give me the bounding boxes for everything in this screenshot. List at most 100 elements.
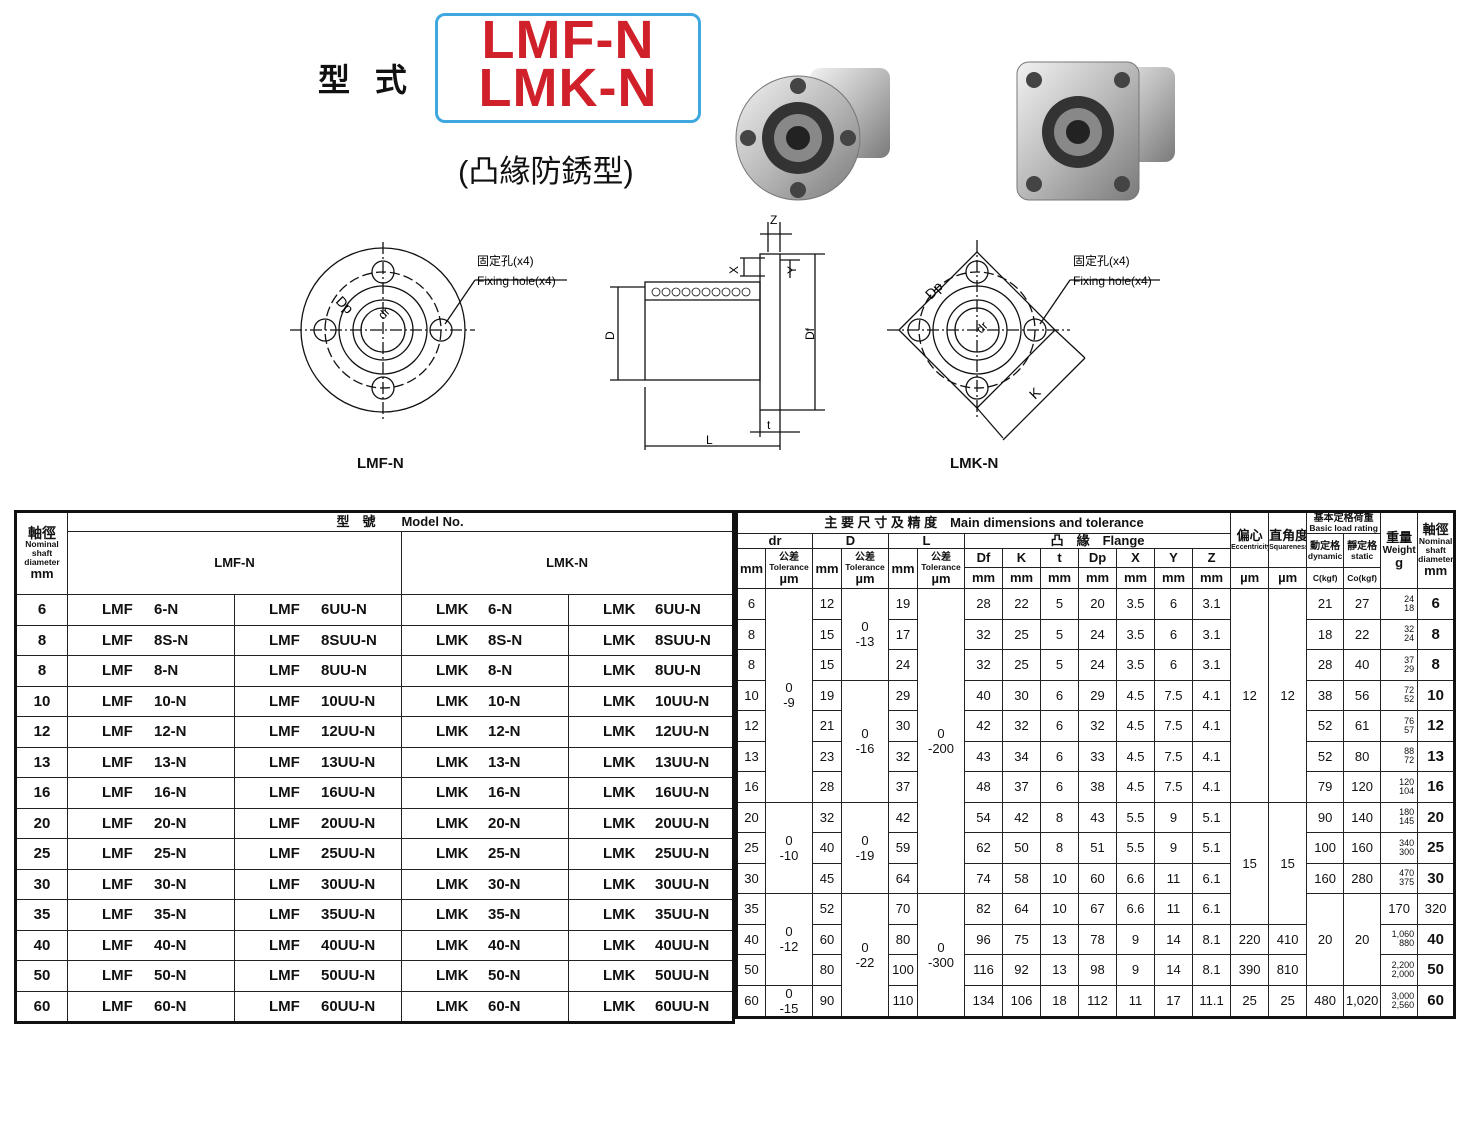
dynamic-load-cell: 90 xyxy=(1306,801,1345,833)
dr-tolerance-cell: 0-10 xyxy=(765,801,813,894)
l-tolerance-cell: 0-300 xyxy=(917,893,965,1018)
model-no-header: 型 號 Model No. xyxy=(66,511,735,532)
x-cell: 4.5 xyxy=(1116,710,1155,742)
static-load-cell: 61 xyxy=(1343,710,1382,742)
k-cell: 30 xyxy=(1002,679,1041,711)
d-mm-unit: mm xyxy=(812,548,842,589)
df-cell: 32 xyxy=(964,649,1003,681)
right-shaft-cell: 13 xyxy=(1417,740,1455,772)
eccentricity-cell: 12 xyxy=(1230,588,1270,803)
z-header: Z xyxy=(1191,548,1232,568)
shaft-cell: 30 xyxy=(15,868,68,900)
right-shaft-cell: 40 xyxy=(1417,923,1455,955)
right-shaft-cell: 8 xyxy=(1417,618,1455,650)
y-cell: 6 xyxy=(1154,588,1193,620)
right-shaft-cell: 60 xyxy=(1417,984,1455,1018)
right-shaft-cell: 12 xyxy=(1417,710,1455,742)
shaft-cell: 10 xyxy=(15,685,68,717)
l-mm-unit: mm xyxy=(888,548,918,589)
dp-cell: 38 xyxy=(1078,771,1117,803)
d-cell: 28 xyxy=(812,771,842,803)
y-cell: 6 xyxy=(1154,618,1193,650)
static-unit: Co(kgf) xyxy=(1343,567,1382,589)
shaft-cell: 35 xyxy=(15,899,68,931)
static-load-cell: 120 xyxy=(1343,771,1382,803)
t-cell: 6 xyxy=(1040,740,1079,772)
z-cell: 8.1 xyxy=(1191,923,1232,955)
t-cell: 13 xyxy=(1040,954,1079,986)
df-cell: 62 xyxy=(964,832,1003,864)
shaft-cell: 6 xyxy=(15,594,68,626)
lmk-header: LMK-N xyxy=(400,531,735,595)
k-cell: 50 xyxy=(1002,832,1041,864)
df-cell: 54 xyxy=(964,801,1003,833)
l-cell: 30 xyxy=(888,710,918,742)
t-cell: 10 xyxy=(1040,893,1079,925)
x-cell: 6.6 xyxy=(1116,862,1155,894)
t-cell: 10 xyxy=(1040,862,1079,894)
static-load-cell: 140 xyxy=(1343,801,1382,833)
lmf-product-photo xyxy=(735,68,890,201)
t-cell: 5 xyxy=(1040,618,1079,650)
x-cell: 11 xyxy=(1116,984,1155,1018)
dim-y-label: Y xyxy=(785,266,799,274)
z-cell: 4.1 xyxy=(1191,710,1232,742)
static-load-cell: 80 xyxy=(1343,740,1382,772)
dim-dr-label: dr xyxy=(375,305,392,322)
model-table: 軸徑 Nominal shaft diameter mm 型 號 Model N… xyxy=(14,510,736,1024)
dr-cell: 10 xyxy=(736,679,766,711)
dynamic-load-cell: 21 xyxy=(1306,588,1345,620)
y-header: Y xyxy=(1154,548,1193,568)
type-label: 型 式 xyxy=(318,62,415,98)
dim-df-label: Df xyxy=(803,327,817,340)
df-cell: 28 xyxy=(964,588,1003,620)
d-cell: 15 xyxy=(812,649,842,681)
x-cell: 3.5 xyxy=(1116,618,1155,650)
model-name-lmk: LMK-N xyxy=(478,58,658,118)
ecc-unit: µm xyxy=(1230,567,1270,589)
squareness-cell: 20 xyxy=(1343,893,1382,986)
dim-k-label: K xyxy=(1026,384,1044,402)
static-load-cell: 27 xyxy=(1343,588,1382,620)
dp-cell: 20 xyxy=(1078,588,1117,620)
static-load-cell: 810 xyxy=(1268,954,1308,986)
dynamic-load-cell: 38 xyxy=(1306,679,1345,711)
t-cell: 6 xyxy=(1040,771,1079,803)
df-cell: 32 xyxy=(964,618,1003,650)
dp-cell: 24 xyxy=(1078,618,1117,650)
lmk-dim-dp-label: Dp xyxy=(922,278,946,302)
d-cell: 40 xyxy=(812,832,842,864)
x-cell: 5.5 xyxy=(1116,801,1155,833)
side-view-diagram: D Df L t X Y Z xyxy=(603,213,825,450)
dp-cell: 51 xyxy=(1078,832,1117,864)
fixing-hole-en-label: Fixing hole(x4) xyxy=(477,274,556,288)
static-load-cell: 40 xyxy=(1343,649,1382,681)
squareness-cell: 12 xyxy=(1268,588,1308,803)
